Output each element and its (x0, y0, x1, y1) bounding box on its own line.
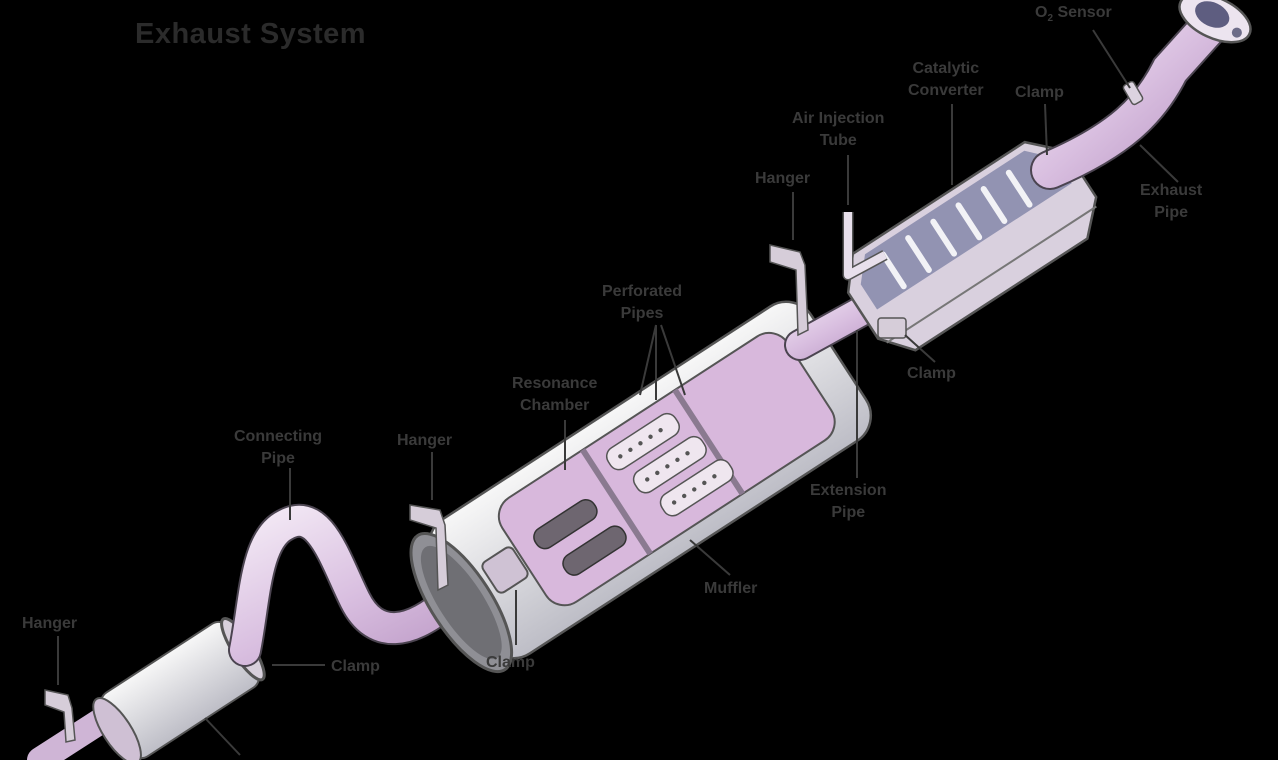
leader-lines (57, 29, 1179, 756)
label-o2-sensor: O2 Sensor (1035, 4, 1112, 25)
label-hanger-upper: Hanger (755, 170, 811, 187)
label-clamp-cat-bottom: Clamp (907, 365, 956, 382)
label-clamp-resonator: Clamp (331, 658, 380, 675)
catalytic-converter-shape (846, 140, 1098, 352)
muffler-shape (409, 300, 873, 674)
manifold-flange (1178, 0, 1252, 44)
label-clamp-cat-top: Clamp (1015, 84, 1064, 101)
clamp-cat-bottom-shape (877, 317, 907, 339)
label-muffler: Muffler (704, 580, 758, 597)
hanger-lower-shape (44, 689, 76, 743)
muffler-inlet-clamp (481, 546, 529, 594)
label-clamp-muffler: Clamp (486, 654, 535, 671)
hanger-upper-shape (769, 244, 809, 337)
diagram-title: Exhaust System (135, 18, 367, 50)
label-hanger-lower: Hanger (22, 615, 78, 632)
hanger-middle-shape (409, 504, 449, 592)
label-hanger-middle: Hanger (397, 432, 453, 449)
